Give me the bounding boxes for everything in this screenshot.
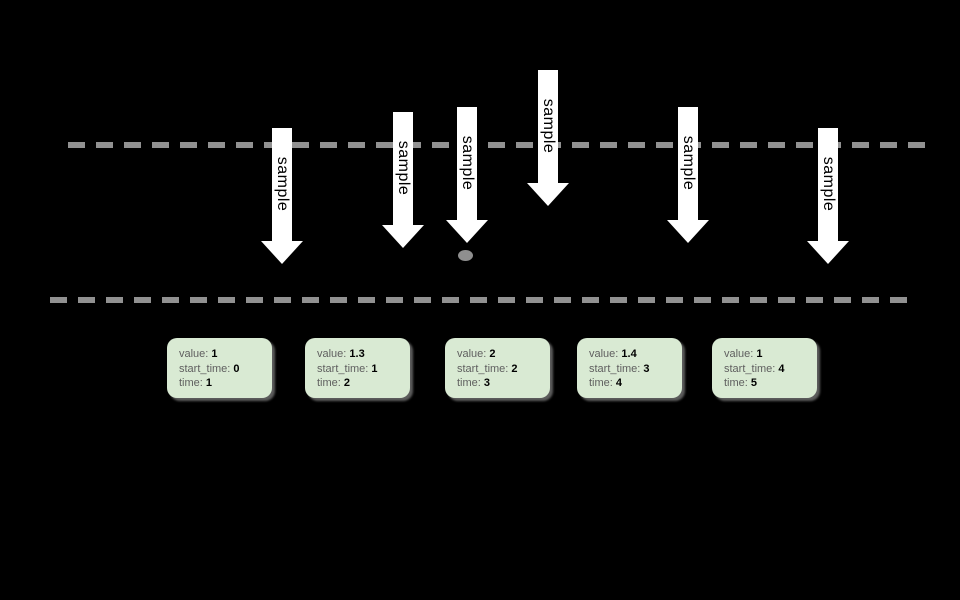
arrow-shaft: [457, 107, 477, 221]
value-row: value: 1: [179, 347, 268, 362]
arrow-shaft: [393, 112, 413, 226]
arrow-label: sample: [395, 140, 412, 196]
start-time-row: start_time: 4: [724, 362, 813, 377]
time-number: 1: [205, 377, 213, 389]
value-label: value:: [724, 348, 754, 360]
sample-arrow-4: sample: [527, 70, 569, 206]
sample-value-box-2: value: 1.3 start_time: 1 time: 2: [305, 338, 410, 398]
start-time-number: 4: [778, 362, 785, 375]
time-row: time: 2: [317, 376, 406, 391]
start-time-number: 0: [233, 362, 240, 375]
time-row: time: 3: [457, 376, 546, 391]
time-row: time: 4: [589, 376, 678, 391]
value-label: value:: [179, 348, 209, 360]
time-number: 4: [615, 377, 623, 389]
value-row: value: 1.4: [589, 347, 678, 362]
start-time-row: start_time: 0: [179, 362, 268, 377]
sample-arrow-1: sample: [261, 128, 303, 264]
value-number: 1.3: [349, 348, 365, 360]
arrow-shaft: [538, 70, 558, 184]
value-number: 1: [211, 348, 218, 360]
arrow-label: sample: [274, 156, 291, 212]
arrow-head-icon: [446, 220, 488, 243]
sample-arrow-6: sample: [807, 128, 849, 264]
value-number: 1.4: [621, 348, 637, 360]
start-time-label: start_time:: [724, 362, 776, 375]
sample-value-box-4: value: 1.4 start_time: 3 time: 4: [577, 338, 682, 398]
time-number: 2: [343, 377, 351, 389]
arrow-head-icon: [382, 225, 424, 248]
value-row: value: 1.3: [317, 347, 406, 362]
value-row: value: 2: [457, 347, 546, 362]
value-label: value:: [589, 348, 619, 360]
time-number: 5: [750, 377, 758, 389]
start-time-number: 2: [511, 362, 518, 375]
sample-value-box-5: value: 1 start_time: 4 time: 5: [712, 338, 817, 398]
arrow-head-icon: [527, 183, 569, 206]
arrow-head-icon: [667, 220, 709, 243]
time-label: time:: [589, 377, 613, 389]
arrow-shaft: [818, 128, 838, 242]
start-time-label: start_time:: [317, 362, 369, 375]
value-label: value:: [317, 348, 347, 360]
start-time-row: start_time: 1: [317, 362, 406, 377]
time-label: time:: [179, 377, 203, 389]
start-time-row: start_time: 3: [589, 362, 678, 377]
arrow-label: sample: [459, 135, 476, 191]
start-time-number: 1: [371, 362, 378, 375]
time-label: time:: [457, 377, 481, 389]
start-time-number: 3: [643, 362, 650, 375]
sample-value-box-3: value: 2 start_time: 2 time: 3: [445, 338, 550, 398]
arrow-label: sample: [820, 156, 837, 212]
arrow-head-icon: [807, 241, 849, 264]
arrow-shaft: [678, 107, 698, 221]
time-label: time:: [317, 377, 341, 389]
start-time-label: start_time:: [179, 362, 231, 375]
value-number: 1: [756, 348, 763, 360]
sampled-marble-dot: [458, 250, 473, 261]
output-timeline-dashed-line: [50, 297, 911, 303]
sample-arrow-5: sample: [667, 107, 709, 243]
value-number: 2: [489, 348, 496, 360]
arrow-head-icon: [261, 241, 303, 264]
sample-arrow-2: sample: [382, 112, 424, 248]
time-row: time: 5: [724, 376, 813, 391]
time-number: 3: [483, 377, 491, 389]
start-time-label: start_time:: [589, 362, 641, 375]
start-time-label: start_time:: [457, 362, 509, 375]
sample-arrow-3: sample: [446, 107, 488, 243]
arrow-shaft: [272, 128, 292, 242]
time-row: time: 1: [179, 376, 268, 391]
source-timeline-dashed-line: [68, 142, 928, 148]
value-row: value: 1: [724, 347, 813, 362]
start-time-row: start_time: 2: [457, 362, 546, 377]
arrow-label: sample: [540, 98, 557, 154]
sample-value-box-1: value: 1 start_time: 0 time: 1: [167, 338, 272, 398]
value-label: value:: [457, 348, 487, 360]
time-label: time:: [724, 377, 748, 389]
arrow-label: sample: [680, 135, 697, 191]
